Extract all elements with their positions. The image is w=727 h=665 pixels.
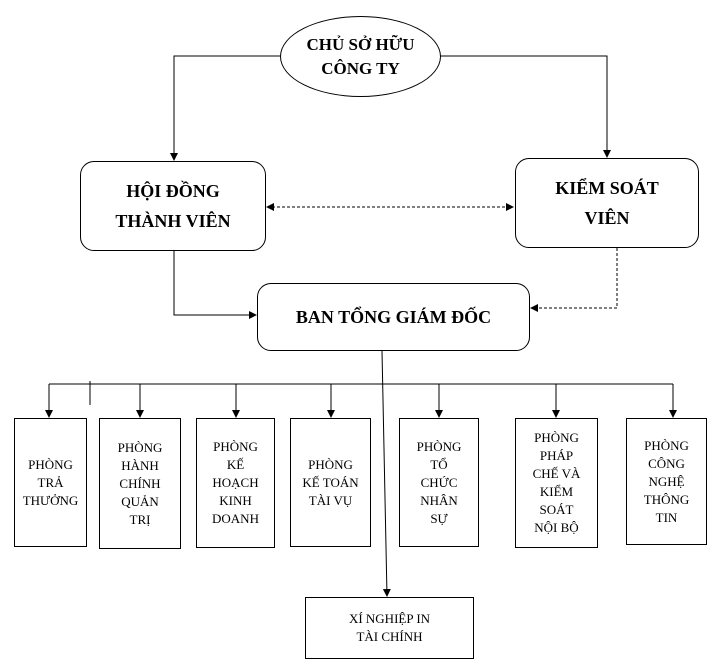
dept-7-node: PHÒNG CÔNG NGHỆ THÔNG TIN bbox=[626, 418, 707, 545]
printing-label-line2: TÀI CHÍNH bbox=[356, 629, 423, 644]
dept-5-line2: TỔ bbox=[430, 456, 448, 472]
dept-1-line2: TRẢ bbox=[37, 474, 64, 490]
controller-to-ceo-dashed-line bbox=[530, 248, 618, 312]
controller-label-line1: KIỂM SOÁT bbox=[555, 178, 659, 198]
dept-4-line3: TÀI VỤ bbox=[308, 492, 353, 508]
dept-3-line5: DOANH bbox=[212, 511, 259, 526]
dept-1-line1: PHÒNG bbox=[28, 456, 73, 472]
owner-label-line2: CÔNG TY bbox=[321, 58, 400, 78]
owner-label-line1: CHỦ SỞ HỮU bbox=[306, 34, 415, 54]
dept-5-line5: SỰ bbox=[430, 510, 448, 526]
board-node: HỘI ĐỒNG THÀNH VIÊN bbox=[80, 161, 266, 251]
ceo-node: BAN TỔNG GIÁM ĐỐC bbox=[257, 283, 530, 351]
dept-5-node: PHÒNG TỔ CHỨC NHÂN SỰ bbox=[399, 418, 479, 547]
dept-3-line3: HOẠCH bbox=[212, 475, 259, 490]
dept-2-line1: PHÒNG bbox=[117, 439, 163, 455]
dept-7-line1: PHÒNG bbox=[644, 437, 689, 453]
dept-3-line2: KẾ bbox=[226, 457, 245, 472]
dept-2-line3: CHÍNH bbox=[119, 475, 161, 491]
board-to-ceo-line bbox=[173, 251, 257, 319]
dept-2-line4: QUẢN bbox=[121, 493, 159, 509]
dept-5-line1: PHÒNG bbox=[416, 438, 462, 454]
dept-4-node: PHÒNG KẾ TOÁN TÀI VỤ bbox=[290, 418, 371, 547]
dept-5-line3: CHỨC bbox=[420, 474, 458, 490]
dept-7-line2: CÔNG bbox=[648, 455, 685, 471]
dept-6-line5: SOÁT bbox=[539, 502, 574, 517]
ceo-label: BAN TỔNG GIÁM ĐỐC bbox=[295, 307, 492, 327]
dept-4-line1: PHÒNG bbox=[308, 456, 353, 472]
board-label-line1: HỘI ĐỒNG bbox=[126, 181, 220, 201]
ceo-to-printing-line bbox=[381, 350, 391, 597]
controller-label-line2: VIÊN bbox=[584, 208, 630, 228]
controller-node: KIỂM SOÁT VIÊN bbox=[515, 158, 699, 248]
printing-node: XÍ NGHIỆP IN TÀI CHÍNH bbox=[305, 597, 474, 659]
dept-1-line3: THƯỞNG bbox=[22, 492, 79, 508]
dept-6-line4: KIỂM bbox=[539, 484, 574, 499]
dept-7-line3: NGHỆ bbox=[648, 473, 685, 489]
dept-3-line1: PHÒNG bbox=[213, 439, 258, 454]
dept-3-node: PHÒNG KẾ HOẠCH KINH DOANH bbox=[196, 418, 275, 548]
dept-2-line2: HÀNH bbox=[121, 457, 159, 473]
dept-6-line1: PHÒNG bbox=[534, 430, 579, 445]
dept-6-line3: CHẾ VÀ bbox=[532, 466, 581, 481]
dept-6-line6: NỘI BỘ bbox=[534, 520, 579, 535]
dept-6-node: PHÒNG PHÁP CHẾ VÀ KIỂM SOÁT NỘI BỘ bbox=[515, 418, 598, 548]
dept-3-line4: KINH bbox=[219, 493, 252, 508]
board-label-line2: THÀNH VIÊN bbox=[115, 211, 231, 231]
dept-1-node: PHÒNG TRẢ THƯỞNG bbox=[14, 418, 87, 547]
printing-label-line1: XÍ NGHIỆP IN bbox=[348, 611, 431, 626]
owner-to-board-line bbox=[170, 55, 290, 161]
owner-to-controller-line bbox=[431, 55, 611, 158]
dept-6-line2: PHÁP bbox=[539, 448, 574, 463]
dept-5-line4: NHÂN bbox=[420, 492, 458, 508]
owner-node: CHỦ SỞ HỮU CÔNG TY bbox=[280, 16, 441, 97]
dept-2-node: PHÒNG HÀNH CHÍNH QUẢN TRỊ bbox=[99, 418, 181, 549]
dept-2-line5: TRỊ bbox=[129, 511, 151, 527]
dept-4-line2: KẾ TOÁN bbox=[302, 474, 359, 490]
dept-7-line4: THÔNG bbox=[643, 491, 690, 507]
dept-7-line5: TIN bbox=[655, 509, 678, 525]
